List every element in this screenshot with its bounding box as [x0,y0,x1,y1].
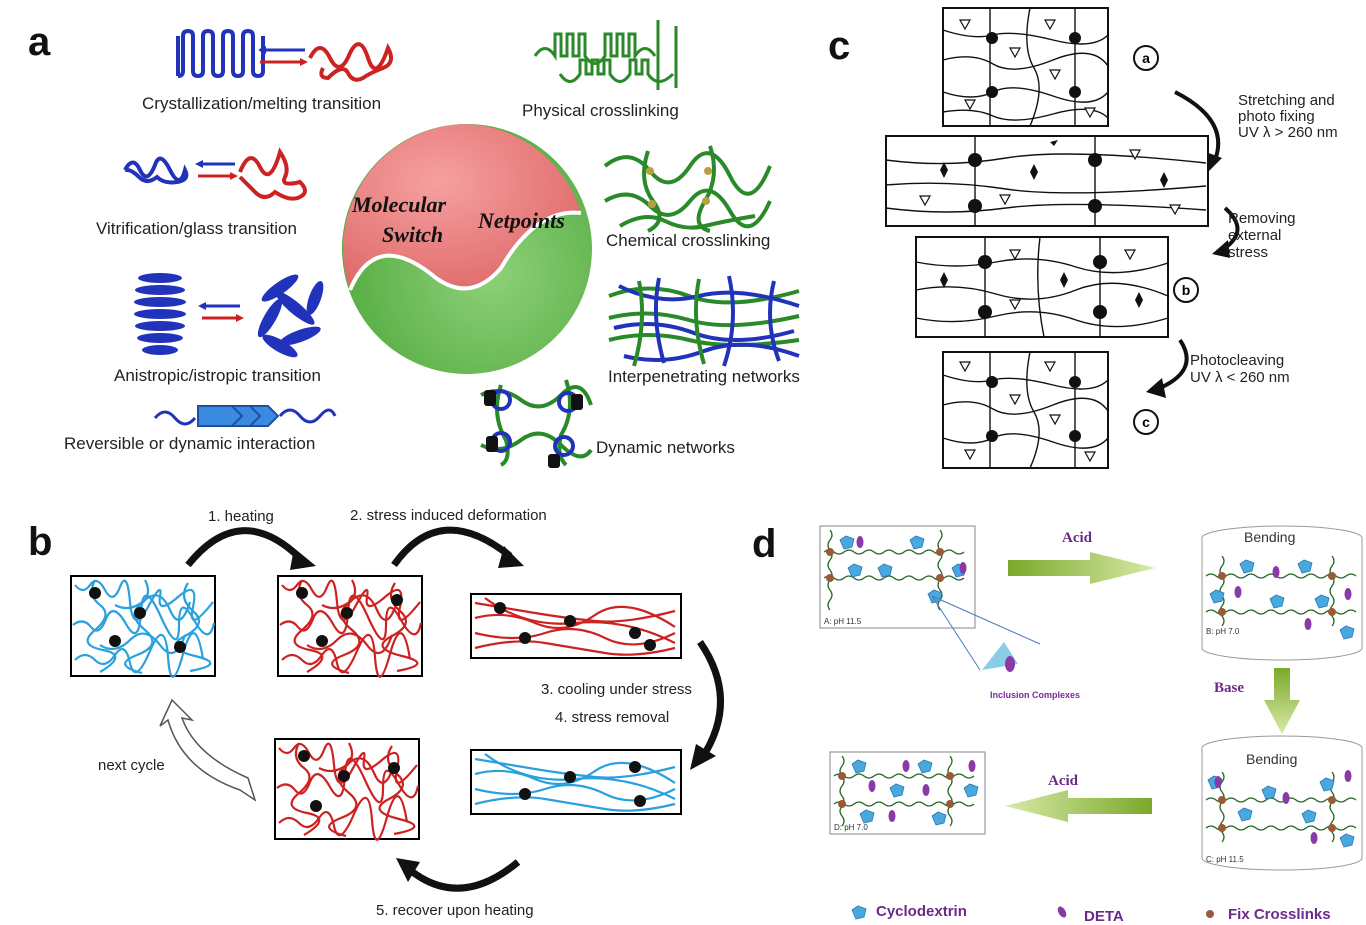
molecular-label: Molecular [352,192,447,217]
bending-label-1: Bending [1244,529,1295,545]
photo-network-diagram: a b c [885,7,1240,469]
netpoints-label: Netpoints [478,208,565,233]
reversible-interaction-icon [153,405,337,427]
removing-label-3: stress [1228,244,1269,261]
photocleaving-label-2: UV λ < 260 nm [1190,369,1290,386]
vitrification-icon [123,147,307,201]
crystallization-icon [176,28,394,82]
legend-cyclodextrin: Cyclodextrin [876,903,967,920]
stretching-label-3: UV λ > 260 nm [1238,124,1338,141]
bending-label-2: Bending [1246,751,1297,767]
panel-b-label: b [28,520,53,564]
legend-fix-crosslinks: Fix Crosslinks [1228,906,1331,923]
panel-c-label: c [828,24,851,68]
switch-item-4: Reversible or dynamic interaction [64,434,316,453]
circle-label-a: a [1142,50,1150,66]
interpenetrating-networks-icon [608,275,800,367]
switch-label: Switch [382,222,444,247]
netpoint-item-3: Interpenetrating networks [608,367,800,386]
box-c-label: C: pH 11.5 [1206,855,1244,864]
base-label: Base [1214,680,1244,696]
red-network-heated [279,579,423,678]
red-network-deformed [474,597,676,656]
removing-label-1: Removing [1228,210,1296,227]
step-1-label: 1. heating [208,508,274,525]
panel-b-arrows [159,526,724,892]
step-4-label: 4. stress removal [555,709,670,726]
panel-d-label: d [752,522,777,566]
blue-network-initial [72,579,216,678]
molecular-switch-netpoints-diagram [342,124,592,374]
stretching-label-1: Stretching and [1238,92,1335,109]
next-cycle-label: next cycle [98,757,165,774]
anisotropic-icon [134,273,324,358]
box-b-label: B: pH 7.0 [1206,627,1240,636]
netpoint-item-4: Dynamic networks [596,438,735,457]
chemical-crosslinking-icon [603,145,772,233]
circle-label-b: b [1182,282,1191,298]
photocleaving-label-1: Photocleaving [1190,352,1285,369]
legend-deta: DETA [1084,908,1124,925]
box-d-label: D: pH 7.0 [834,823,868,832]
step-5-label: 5. recover upon heating [376,902,534,919]
panel-a-label: a [28,20,51,64]
switch-item-2: Vitrification/glass transition [96,219,297,238]
dynamic-networks-icon [480,379,593,468]
step-3-label: 3. cooling under stress [541,681,692,698]
step-2-label: 2. stress induced deformation [350,507,547,524]
blue-network-fixed [474,753,676,812]
switch-item-3: Anistropic/istropic transition [114,366,321,385]
ph-responsive-diagram: A: pH 11.5 Inclusion Complexes Acid Bend… [819,525,1363,920]
switch-item-1: Crystallization/melting transition [142,94,382,113]
stretching-label-2: photo fixing [1238,108,1315,125]
physical-crosslinking-icon [533,20,678,90]
inclusion-complexes-label: Inclusion Complexes [990,690,1080,700]
box-a-label: A: pH 11.5 [824,617,862,626]
acid-label-bottom: Acid [1048,773,1079,789]
circle-label-c: c [1142,414,1150,430]
red-network-recovered [276,742,420,841]
removing-label-2: external [1228,227,1282,244]
acid-label-top: Acid [1062,530,1093,546]
netpoint-item-1: Physical crosslinking [522,101,679,120]
netpoint-item-2: Chemical crosslinking [606,231,771,250]
